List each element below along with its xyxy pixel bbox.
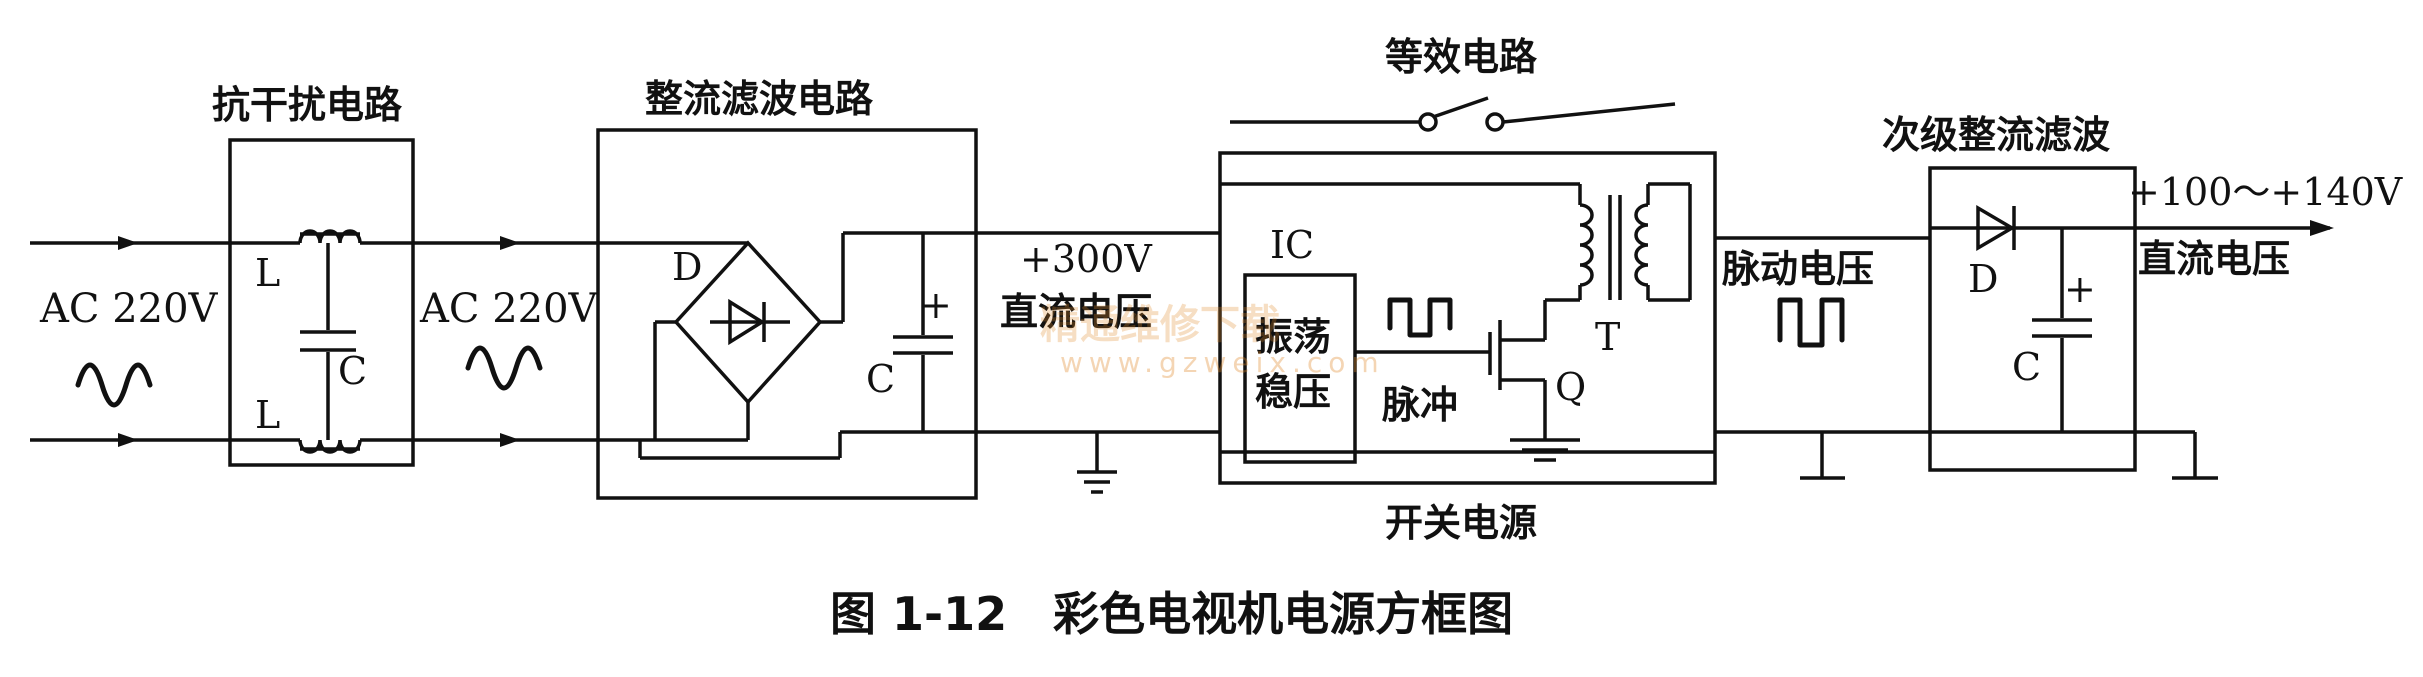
- secondary-capacitor-label: C: [2012, 345, 2041, 389]
- equivalent-circuit-title: 等效电路: [1385, 35, 1538, 79]
- rectifier-plus-label: +: [920, 283, 952, 327]
- rectifier-filter-title: 整流滤波电路: [645, 77, 874, 121]
- mid-lines: [413, 236, 598, 447]
- watermark-url: www.gzweix.com: [1060, 346, 1385, 379]
- switching-supply-title: 开关电源: [1385, 501, 1537, 545]
- pulse-voltage-label: 脉动电压: [1722, 247, 1874, 291]
- dc-300-lines: [976, 231, 1220, 494]
- secondary-circuit: [1930, 204, 2135, 434]
- secondary-diode-label: D: [1968, 257, 1998, 301]
- pulse-voltage-icon: [1777, 297, 1845, 348]
- filter-capacitor-label: C: [338, 349, 367, 393]
- equivalent-switch: [1230, 96, 1676, 132]
- transformer-label: T: [1595, 315, 1620, 359]
- secondary-plus-label: +: [2064, 267, 2096, 311]
- rectifier-circuit: [598, 231, 976, 460]
- mid-sine-icon: [465, 345, 543, 391]
- transistor-label: Q: [1555, 365, 1586, 409]
- figure-caption: 图 1-12 彩色电视机电源方框图: [830, 587, 1513, 641]
- input-ac-label: AC 220V: [39, 286, 219, 332]
- output-voltage-value: +100～+140V: [2128, 170, 2403, 214]
- secondary-title: 次级整流滤波: [1882, 113, 2110, 157]
- rectifier-capacitor-label: C: [866, 357, 895, 401]
- anti-interference-box: [228, 138, 415, 467]
- dc-300-value: +300V: [1020, 237, 1152, 281]
- input-lines: [30, 236, 230, 447]
- bridge-diode-label: D: [672, 245, 702, 289]
- dc-300-text: 直流电压: [1000, 290, 1152, 334]
- oscillator-line2: 稳压: [1255, 370, 1331, 414]
- inductor-bottom-label: L: [255, 393, 280, 437]
- anti-interference-title: 抗干扰电路: [212, 83, 403, 127]
- ic-label: IC: [1270, 223, 1314, 267]
- rectifier-filter-box: [596, 128, 978, 500]
- input-sine-icon: [75, 362, 153, 408]
- switching-circuit: [1220, 182, 1715, 464]
- switching-supply-box: [1218, 151, 1717, 485]
- mid-ac-label: AC 220V: [419, 286, 599, 332]
- output-lines: [2135, 220, 2334, 480]
- secondary-box: [1928, 166, 2137, 472]
- oscillator-line1: 振荡: [1255, 315, 1331, 359]
- pulse-label: 脉冲: [1382, 383, 1458, 427]
- watermark-text: 精通维修下载: [1040, 302, 1280, 348]
- anti-interference-circuit: [230, 229, 413, 454]
- inductor-top-label: L: [255, 251, 280, 295]
- pulse-link-lines: [1715, 236, 1930, 480]
- output-voltage-text: 直流电压: [2138, 237, 2290, 281]
